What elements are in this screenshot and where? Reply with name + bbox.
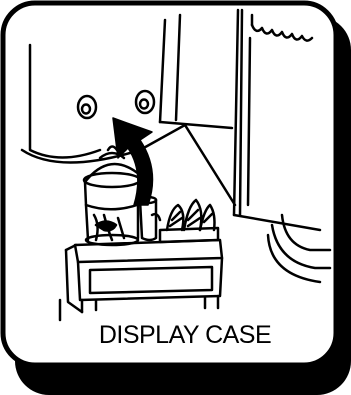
card-frame (3, 3, 336, 365)
card-caption: DISPLAY CASE (70, 320, 300, 350)
